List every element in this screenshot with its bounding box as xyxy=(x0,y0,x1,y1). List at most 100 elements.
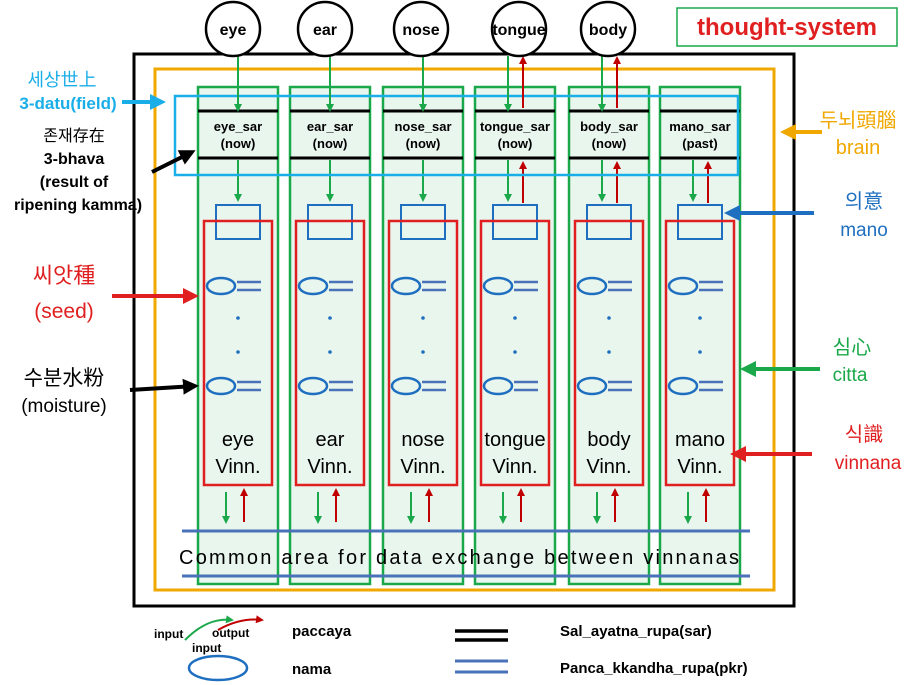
seed-label-en: (seed) xyxy=(34,300,94,323)
nama-ellipse xyxy=(482,376,514,396)
title-box xyxy=(676,7,898,47)
sar-state-label: (past) xyxy=(682,136,717,151)
bhava-arrow xyxy=(151,150,196,174)
bhava-label-4: ripening kamma) xyxy=(14,197,142,214)
vinnana-label: eye xyxy=(222,429,254,451)
nama-ellipse xyxy=(576,376,608,396)
citta-column xyxy=(567,85,651,586)
vinnana-sublabel: Vinn. xyxy=(677,456,722,478)
vinnana-sublabel: Vinn. xyxy=(215,456,260,478)
vinnana-box xyxy=(479,219,551,487)
nama-ellipse xyxy=(297,276,329,296)
common-area-label: Common area for data exchange between vi… xyxy=(179,547,739,569)
vinnana-label-en: vinnana xyxy=(835,453,902,474)
sense-label: body xyxy=(589,22,627,39)
vinnana-label: mano xyxy=(675,429,725,451)
title: thought-system xyxy=(697,14,877,41)
continuation-dot xyxy=(421,316,425,320)
legend-paccaya-label: paccaya xyxy=(292,623,352,640)
continuation-dot xyxy=(698,350,702,354)
sar-label: body_sar xyxy=(580,119,638,134)
continuation-dot xyxy=(513,350,517,354)
legend-output-label: output xyxy=(212,626,249,640)
citta-column xyxy=(473,85,557,586)
nama-ellipse xyxy=(390,276,422,296)
sense-label: nose xyxy=(402,22,439,39)
field-label-ko: 세상世上 xyxy=(27,70,96,90)
citta-label-en: citta xyxy=(833,365,868,386)
continuation-dot xyxy=(607,350,611,354)
nama-ellipse xyxy=(297,376,329,396)
vinnana-label: ear xyxy=(316,429,345,451)
vinnana-sublabel: Vinn. xyxy=(586,456,631,478)
sense-label: eye xyxy=(220,22,247,39)
sense-node: body xyxy=(579,0,637,112)
sense-node: tongue xyxy=(490,0,548,112)
vinnana-label: tongue xyxy=(484,429,545,451)
sar-label: ear_sar xyxy=(307,119,353,134)
continuation-dot xyxy=(236,350,240,354)
legend-input2-label: input xyxy=(192,641,221,655)
nama-ellipse xyxy=(667,276,699,296)
sense-circle xyxy=(204,0,262,58)
seed-label-ko: 씨앗種 xyxy=(33,263,95,288)
vinnana-sublabel: Vinn. xyxy=(307,456,352,478)
sar-state-label: (now) xyxy=(592,136,627,151)
legend-input-arrow xyxy=(184,615,234,641)
sense-label: tongue xyxy=(492,22,545,39)
senses-layer: eye ear nose tongue body xyxy=(204,0,637,112)
nama-ellipse xyxy=(390,376,422,396)
sar-state-label: (now) xyxy=(406,136,441,151)
continuation-dot xyxy=(513,316,517,320)
brain-label-en: brain xyxy=(836,137,880,159)
vinnana-box xyxy=(387,219,459,487)
nama-ellipse xyxy=(205,376,237,396)
sar-state-label: (now) xyxy=(221,136,256,151)
sar-label: tongue_sar xyxy=(480,119,550,134)
sense-circle xyxy=(296,0,354,58)
sense-node: nose xyxy=(392,0,450,112)
sar-label: mano_sar xyxy=(669,119,730,134)
continuation-dot xyxy=(698,316,702,320)
continuation-dot xyxy=(236,316,240,320)
bhava-label-3: (result of xyxy=(40,174,109,191)
legend-output-arrow xyxy=(217,615,264,631)
vinnana-box xyxy=(664,219,736,487)
citta-column xyxy=(658,85,742,586)
legend: input output input paccaya nama Sal_ayat… xyxy=(154,615,748,682)
vinnana-sublabel: Vinn. xyxy=(492,456,537,478)
moisture-arrow xyxy=(129,378,199,395)
sar-state-label: (now) xyxy=(313,136,348,151)
legend-input-label: input xyxy=(154,627,183,641)
sense-circle xyxy=(579,0,637,58)
brain-frame xyxy=(153,67,776,592)
moisture-label-en: (moisture) xyxy=(21,396,107,417)
legend-nama-label: nama xyxy=(292,661,332,678)
moisture-label-ko: 수분水粉 xyxy=(24,367,105,390)
bhava-label-2: 3-bhava xyxy=(44,151,105,168)
nama-ellipse xyxy=(482,276,514,296)
sar-label: eye_sar xyxy=(214,119,262,134)
sense-circle xyxy=(392,0,450,58)
vinnana-label: body xyxy=(587,429,630,451)
vinnana-label: nose xyxy=(401,429,444,451)
mano-label-ko: 의意 xyxy=(845,190,883,213)
continuation-dot xyxy=(328,316,332,320)
sense-label: ear xyxy=(313,22,337,39)
legend-sar-label: Sal_ayatna_rupa(sar) xyxy=(560,623,712,640)
vinnana-box xyxy=(294,219,366,487)
vinnana-label-ko: 식識 xyxy=(845,423,883,446)
mano-label-en: mano xyxy=(840,220,888,241)
legend-nama-ellipse xyxy=(187,654,249,682)
continuation-dot xyxy=(421,350,425,354)
sar-label: nose_sar xyxy=(394,119,451,134)
vinnana-box xyxy=(573,219,645,487)
